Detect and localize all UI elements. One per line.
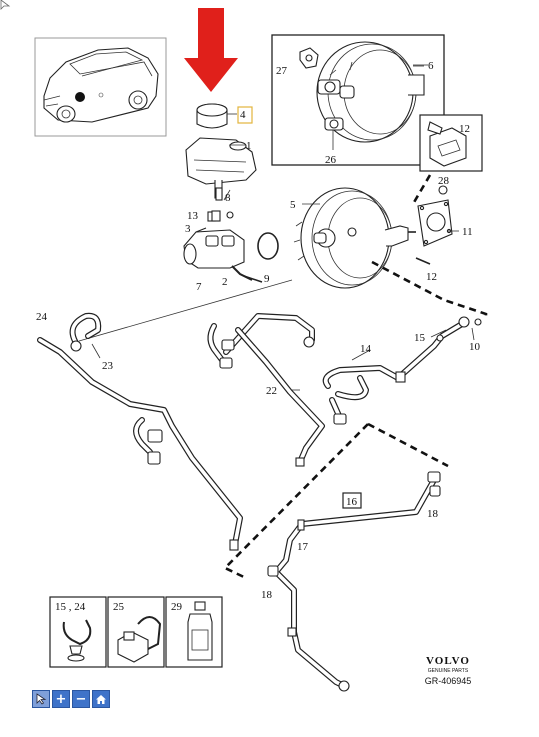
hose-23 (37, 312, 243, 551)
callout-28: 28 (438, 175, 450, 187)
callout-13: 13 (187, 210, 199, 222)
connector-inset (419, 114, 483, 172)
brand-name: VOLVO (426, 655, 470, 667)
callout-12: 12 (426, 271, 437, 283)
pin-part-12 (415, 257, 431, 265)
hose-16 (267, 471, 441, 692)
callout-22: 22 (266, 385, 277, 397)
callout-2: 2 (222, 276, 228, 288)
clip-part-28 (438, 185, 448, 195)
minus-icon: − (75, 691, 87, 707)
callout-labels: 4 1 8 13 3 2 7 9 5 6 27 26 12 28 11 12 2… (36, 60, 481, 601)
plus-icon: + (55, 691, 67, 707)
callout-18-left: 18 (261, 589, 273, 601)
dashed-routing (222, 174, 488, 580)
legend-bracket-label: 25 (113, 601, 125, 613)
callout-9: 9 (264, 273, 270, 285)
master-cylinder (183, 211, 253, 281)
callout-1: 1 (246, 140, 252, 152)
cursor-mark (0, 0, 11, 10)
callout-16: 16 (346, 496, 358, 508)
home-icon (96, 694, 106, 704)
diagram-toolbar: + − (32, 690, 110, 708)
hose-22 (207, 313, 325, 467)
callout-8: 8 (225, 192, 231, 204)
callout-26: 26 (325, 154, 337, 166)
callout-3: 3 (185, 223, 191, 235)
gasket (417, 199, 453, 247)
brand-block: VOLVO GENUINE PARTS GR-406945 (425, 655, 472, 686)
legend-bottle-label: 29 (171, 601, 183, 613)
brand-tagline: GENUINE PARTS (428, 668, 469, 674)
car-thumbnail (34, 37, 167, 137)
hose-14 (322, 316, 470, 425)
legend-bracket: 25 (107, 596, 165, 668)
zoom-in-button[interactable]: + (52, 690, 70, 708)
booster-detail-inset (271, 34, 445, 166)
callout-7: 7 (196, 281, 202, 293)
callout-5: 5 (290, 199, 296, 211)
callout-4: 4 (240, 109, 246, 121)
callout-17: 17 (297, 541, 309, 553)
callout-14: 14 (360, 343, 372, 355)
highlight-box (237, 106, 253, 124)
legend-clip: 15 , 24 (49, 596, 107, 668)
reference-number: GR-406945 (425, 676, 472, 686)
brake-booster (293, 187, 416, 289)
zoom-out-button[interactable]: − (72, 690, 90, 708)
red-arrow-icon (184, 8, 238, 92)
callout-23: 23 (102, 360, 114, 372)
leader-lines (78, 65, 475, 391)
legend-clip-label: 15 , 24 (55, 601, 86, 613)
legend-fluid-bottle: 29 (165, 596, 223, 668)
location-marker (75, 92, 85, 102)
callout-18-right: 18 (427, 508, 439, 520)
home-button[interactable] (92, 690, 110, 708)
small-parts (195, 187, 482, 326)
callout-24: 24 (36, 311, 48, 323)
callout-6: 6 (428, 60, 434, 72)
callout-10: 10 (469, 341, 481, 353)
fluid-reservoir (185, 137, 257, 199)
reservoir-cap (196, 103, 228, 129)
callout-11: 11 (462, 226, 473, 238)
cursor-icon[interactable] (32, 690, 50, 708)
callout-12-inset: 12 (459, 123, 470, 135)
callout-27: 27 (276, 65, 288, 77)
o-ring (257, 232, 279, 260)
callout-15: 15 (414, 332, 426, 344)
callout-16-box: 16 (342, 492, 362, 509)
